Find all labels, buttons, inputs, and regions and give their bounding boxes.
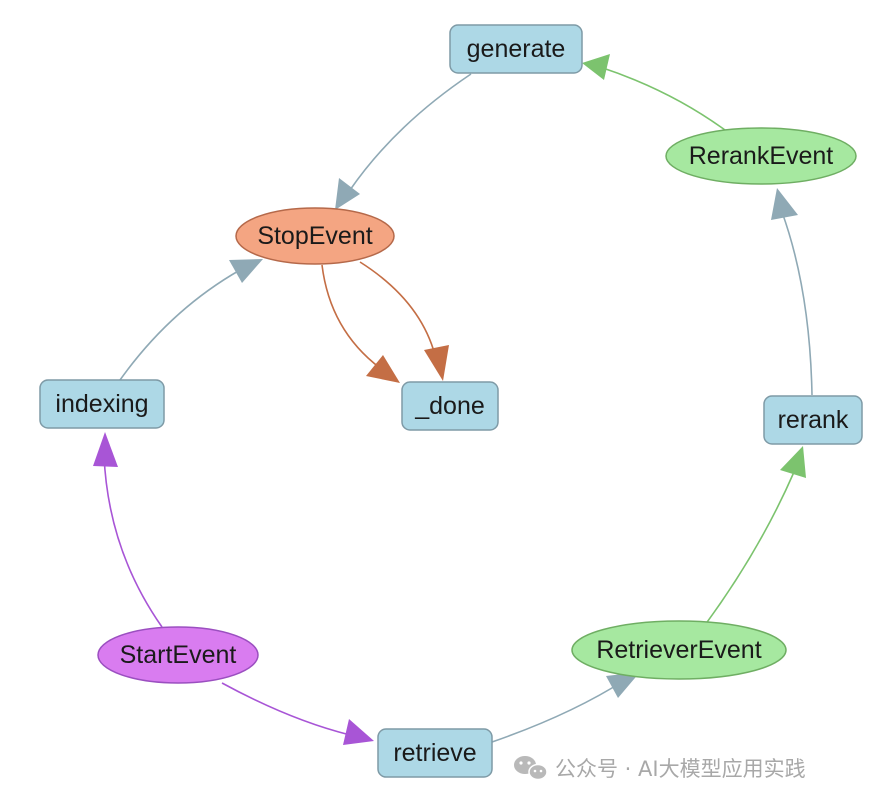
node-retrieve[interactable]: retrieve xyxy=(377,728,493,778)
watermark-text: 公众号 · AI大模型应用实践 xyxy=(555,757,806,781)
arrowhead-stopevent-from-indexing xyxy=(229,259,263,283)
node-startevent[interactable]: StartEvent xyxy=(97,626,259,684)
edge-rerank-to-rerankevent xyxy=(781,211,813,396)
node-stopevent-label: StopEvent xyxy=(257,222,372,250)
arrowhead-indexing-from-startevent xyxy=(93,432,118,467)
node-rerankevent[interactable]: RerankEvent xyxy=(665,127,857,185)
node-indexing-label: indexing xyxy=(55,390,148,418)
node-rerankevent-label: RerankEvent xyxy=(689,142,834,170)
edge-stopevent-to-done-right xyxy=(359,261,436,356)
arrowhead-retrieverevent-from-retrieve xyxy=(606,672,640,698)
node-done[interactable]: _done xyxy=(401,381,499,431)
edge-startevent-to-retrieve xyxy=(221,682,351,736)
edge-retrieverevent-to-rerank xyxy=(704,471,795,626)
node-startevent-label: StartEvent xyxy=(120,641,237,669)
arrowhead-done-from-stopevent-right xyxy=(424,345,449,381)
edge-generate-to-stopevent xyxy=(349,73,472,191)
node-retrieverevent-label: RetrieverEvent xyxy=(596,636,761,664)
node-retrieverevent[interactable]: RetrieverEvent xyxy=(571,620,787,680)
node-generate-label: generate xyxy=(467,35,566,63)
edge-stopevent-to-done-left xyxy=(321,264,381,369)
edge-retrieve-to-retrieverevent xyxy=(491,679,626,743)
node-rerank-label: rerank xyxy=(778,406,849,434)
node-done-label: _done xyxy=(414,392,485,420)
node-retrieve-label: retrieve xyxy=(393,739,476,767)
arrowhead-retrieve-from-startevent xyxy=(343,719,374,745)
node-stopevent[interactable]: StopEvent xyxy=(235,207,395,265)
edge-rerankevent-to-generate xyxy=(599,66,726,131)
edge-indexing-to-stopevent xyxy=(119,269,241,381)
wechat-icon xyxy=(514,756,548,781)
arrowhead-generate-from-rerankevent xyxy=(582,54,610,80)
node-generate[interactable]: generate xyxy=(449,24,583,74)
arrowhead-done-from-stopevent-left xyxy=(366,355,400,383)
edge-startevent-to-indexing xyxy=(103,454,163,628)
arrowhead-rerank-from-retrieverevent xyxy=(780,446,806,478)
watermark: 公众号 · AI大模型应用实践 xyxy=(514,756,806,781)
arrowhead-stopevent-from-generate xyxy=(335,178,360,210)
node-rerank[interactable]: rerank xyxy=(763,395,863,445)
node-indexing[interactable]: indexing xyxy=(39,379,165,429)
arrowhead-rerankevent-from-rerank xyxy=(771,188,798,220)
